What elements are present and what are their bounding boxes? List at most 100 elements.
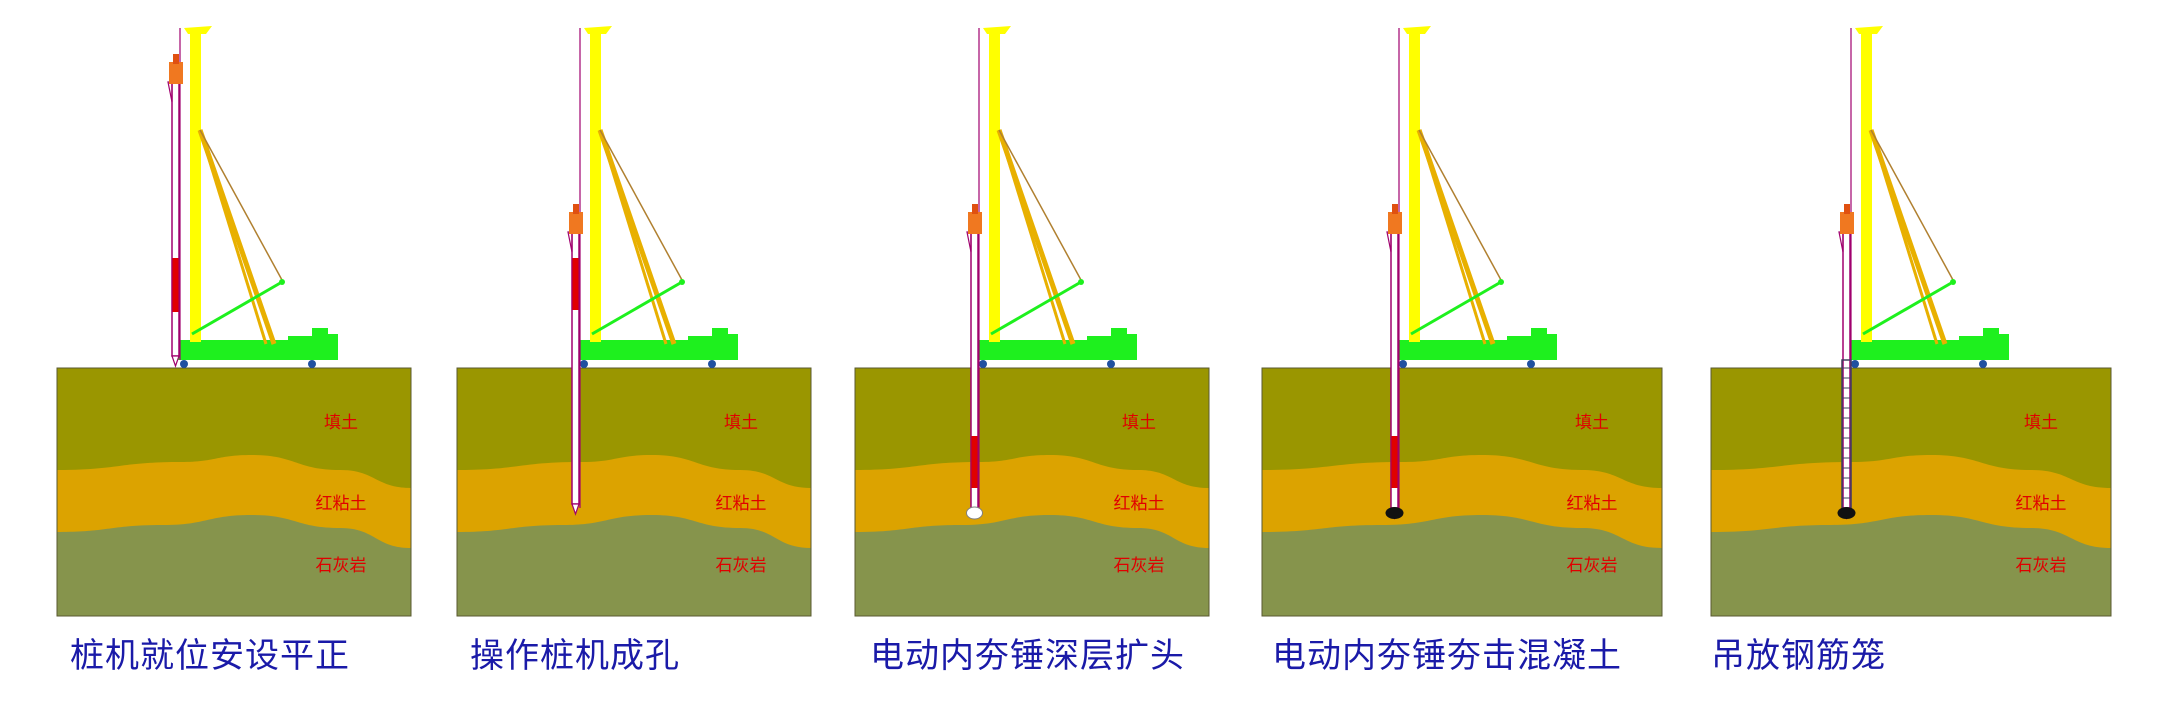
soil-label-2: 石灰岩	[716, 556, 767, 576]
rig-mast	[989, 30, 1000, 342]
pile-rig	[167, 26, 338, 368]
drive-head	[1388, 212, 1402, 234]
pile-rig	[1837, 26, 2009, 520]
rig-base	[578, 340, 688, 360]
rig-brace	[591, 280, 683, 336]
pile-rig	[567, 26, 738, 516]
drive-head-top	[972, 204, 978, 214]
rig-base	[977, 340, 1087, 360]
rig-mast-top	[184, 26, 212, 34]
rig-wheel-front	[580, 360, 588, 368]
rig-wheel-front	[1399, 360, 1407, 368]
pipe-clamp	[567, 231, 573, 253]
rig-boom-strut-2	[198, 129, 268, 345]
ground-border	[854, 367, 1210, 617]
limestone-layer	[457, 515, 811, 616]
ground-border	[1261, 367, 1663, 617]
rig-mast	[190, 30, 201, 342]
rig-mast-top	[1855, 26, 1883, 34]
drive-head-top	[173, 54, 179, 64]
rig-cab	[288, 336, 312, 360]
concrete-base	[1385, 507, 1404, 519]
ground-border	[456, 367, 812, 617]
pile-rig	[1385, 26, 1557, 520]
rig-mast	[1409, 30, 1420, 342]
soil-label-2: 石灰岩	[1114, 556, 1165, 576]
pipe-clamp	[167, 81, 173, 103]
pile-rig	[966, 26, 1137, 520]
soil-label-0: 填土	[324, 413, 358, 433]
rig-wheel-front	[979, 360, 987, 368]
limestone-layer	[855, 515, 1209, 616]
rig-wheel-front	[180, 360, 188, 368]
rig-stay-cable	[1418, 129, 1502, 281]
rig-cab	[1087, 336, 1111, 360]
soil-label-0: 填土	[2024, 413, 2058, 433]
rig-brace-joint	[1498, 279, 1504, 285]
soil-label-0: 填土	[724, 413, 758, 433]
rig-brace-joint	[1078, 279, 1084, 285]
rig-wheel-front	[1851, 360, 1859, 368]
drive-head-top	[1392, 204, 1398, 214]
expanded-head	[966, 506, 983, 520]
rig-brace-joint	[679, 279, 685, 285]
drive-head	[1840, 212, 1854, 234]
rig-counterweight	[1547, 334, 1557, 360]
rig-mast	[590, 30, 601, 342]
limestone-layer	[57, 515, 411, 616]
rig-engine	[712, 328, 728, 360]
rig-cab	[1507, 336, 1531, 360]
rig-wheel-rear	[1107, 360, 1115, 368]
step-caption-2: 操作桩机成孔	[470, 636, 680, 676]
rig-base	[1397, 340, 1507, 360]
pipe-tip	[171, 355, 180, 368]
step-caption-4: 电动内夯锤夯击混凝土	[1272, 636, 1622, 676]
rig-stay-cable	[599, 129, 683, 281]
casing-pipe	[1842, 231, 1851, 509]
soil-label-0: 填土	[1575, 413, 1609, 433]
casing-pipe	[171, 81, 180, 357]
rig-stay-cable	[998, 129, 1082, 281]
soil-label-1: 红粘土	[1567, 494, 1618, 514]
rig-base	[1849, 340, 1959, 360]
rig-base	[178, 340, 288, 360]
rig-brace	[1862, 280, 1954, 336]
rig-cab	[688, 336, 712, 360]
ground-border	[56, 367, 412, 617]
rig-brace-joint	[1950, 279, 1956, 285]
enlarged-base	[1837, 507, 1856, 519]
soil-label-1: 红粘土	[316, 494, 367, 514]
pipe-clamp	[1838, 231, 1844, 253]
rig-boom-strut-2	[997, 129, 1067, 345]
rig-counterweight	[328, 334, 338, 360]
rig-brace	[1410, 280, 1502, 336]
rig-boom-strut-2	[598, 129, 668, 345]
soil-label-1: 红粘土	[2016, 494, 2067, 514]
rig-counterweight	[1999, 334, 2009, 360]
soil-label-2: 石灰岩	[1567, 556, 1618, 576]
soil-label-0: 填土	[1122, 413, 1156, 433]
rig-engine	[1983, 328, 1999, 360]
pipe-tip	[571, 503, 580, 516]
rig-brace	[990, 280, 1082, 336]
rig-engine	[1111, 328, 1127, 360]
rig-wheel-rear	[1527, 360, 1535, 368]
inner-hammer	[172, 258, 179, 312]
drive-head	[968, 212, 982, 234]
rig-stay-cable	[1870, 129, 1954, 281]
ground-border	[1710, 367, 2112, 617]
rig-wheel-rear	[1979, 360, 1987, 368]
rig-brace-joint	[279, 279, 285, 285]
inner-hammer	[572, 258, 579, 310]
rig-cab	[1959, 336, 1983, 360]
drive-head-top	[573, 204, 579, 214]
